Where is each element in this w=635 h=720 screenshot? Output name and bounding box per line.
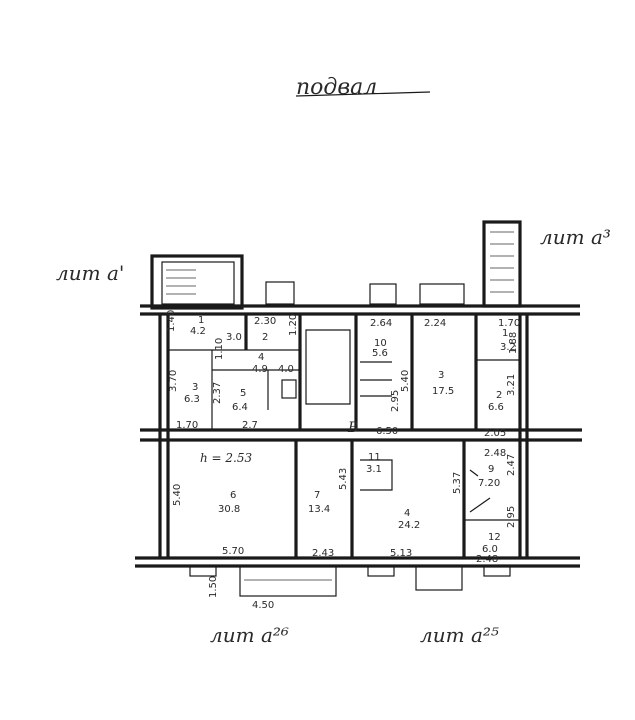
dim-label: 6.50 — [376, 426, 398, 437]
room-num: 2 — [262, 332, 268, 343]
interior-walls-lower — [294, 440, 520, 558]
dim-label: 2.47 — [506, 454, 517, 476]
room-num: 11 — [368, 452, 381, 463]
dim-label: 3.21 — [506, 374, 517, 396]
room-area: 7.20 — [478, 478, 500, 489]
dim-label: 5.70 — [222, 546, 244, 557]
dim-label: 2.48 — [476, 554, 498, 565]
dim-label: 1.40 — [166, 310, 177, 332]
dim-label: 2.43 — [312, 548, 334, 559]
dim-label: 5.37 — [452, 472, 463, 494]
room-num: 7 — [314, 490, 320, 501]
room-area: 6.3 — [184, 394, 200, 405]
room-num: 10 — [374, 338, 387, 349]
dim-label: 4.0 — [278, 364, 294, 375]
room-num: 2 — [496, 390, 502, 401]
dimension-labels: 1.40 2.30 1.20 2.64 2.24 1.70 1.88 3.70 … — [166, 310, 520, 611]
dim-label: 1.10 — [214, 338, 225, 360]
room-num: 9 — [488, 464, 494, 475]
dim-label: 5.40 — [172, 484, 183, 506]
dim-label: 4.50 — [252, 600, 274, 611]
room-area: 4.9 — [252, 364, 268, 375]
dim-label: 5.43 — [338, 468, 349, 490]
room-num: 1 — [502, 328, 508, 339]
room-num: 3 — [192, 382, 198, 393]
room-num: 4 — [258, 352, 264, 363]
dim-label: 2.95 — [506, 506, 517, 528]
label-lit-a1: лит а' — [56, 261, 124, 285]
room-num: 6 — [230, 490, 236, 501]
dim-label: 2.24 — [424, 318, 446, 329]
corridor-label: В — [347, 420, 358, 436]
label-lit-a25: лит а²⁵ — [420, 623, 499, 647]
room-num: 5 — [240, 388, 246, 399]
room-area: 6.4 — [232, 402, 248, 413]
room-num: 12 — [488, 532, 501, 543]
room-area: 4.2 — [190, 326, 206, 337]
dim-label: 1.70 — [176, 420, 198, 431]
label-lit-a26: лит а²⁶ — [210, 623, 289, 647]
room-area: 17.5 — [432, 386, 454, 397]
room-area: 3.1 — [366, 464, 382, 475]
dim-label: 1.50 — [208, 576, 219, 598]
room-num: 1 — [198, 315, 204, 326]
room-area: 13.4 — [308, 504, 330, 515]
room-area: 6.6 — [488, 402, 504, 413]
dim-label: 2.30 — [254, 316, 276, 327]
bottom-openings — [189, 565, 511, 597]
dim-label: 2.95 — [390, 390, 401, 412]
dim-label: 2.48 — [484, 448, 506, 459]
dim-label: 2.05 — [484, 428, 506, 439]
stair-block-right — [482, 220, 522, 308]
dim-label: 5.13 — [390, 548, 412, 559]
room-area: 3.0 — [226, 332, 242, 343]
dim-label: 1.88 — [508, 332, 519, 354]
room-area: 6.0 — [482, 544, 498, 555]
plan-title: подвал — [296, 75, 377, 100]
dim-label: 1.20 — [288, 314, 299, 336]
stair-block-left — [150, 254, 465, 310]
dim-label: 2.64 — [370, 318, 392, 329]
room-area: 3.2 — [500, 342, 516, 353]
dim-label: 2.37 — [212, 382, 223, 404]
dim-label: 5.40 — [400, 370, 411, 392]
title-underline — [295, 91, 431, 97]
room-area: 24.2 — [398, 520, 420, 531]
room-area: 5.6 — [372, 348, 388, 359]
interior-walls-upper — [168, 314, 520, 430]
room-area: 30.8 — [218, 504, 240, 515]
height-label: h = 2.53 — [200, 451, 252, 465]
dim-label: 3.70 — [168, 370, 179, 392]
label-lit-a3: лит а³ — [540, 225, 611, 249]
room-labels: 1 4.2 2 3.0 4 4.9 3 6.3 5 6.4 10 5.6 3 1… — [184, 315, 516, 555]
dim-label: 2.7 — [242, 420, 258, 431]
dim-label: 1.70 — [498, 318, 520, 329]
room-num: 4 — [404, 508, 410, 519]
room-num: 3 — [438, 370, 444, 381]
